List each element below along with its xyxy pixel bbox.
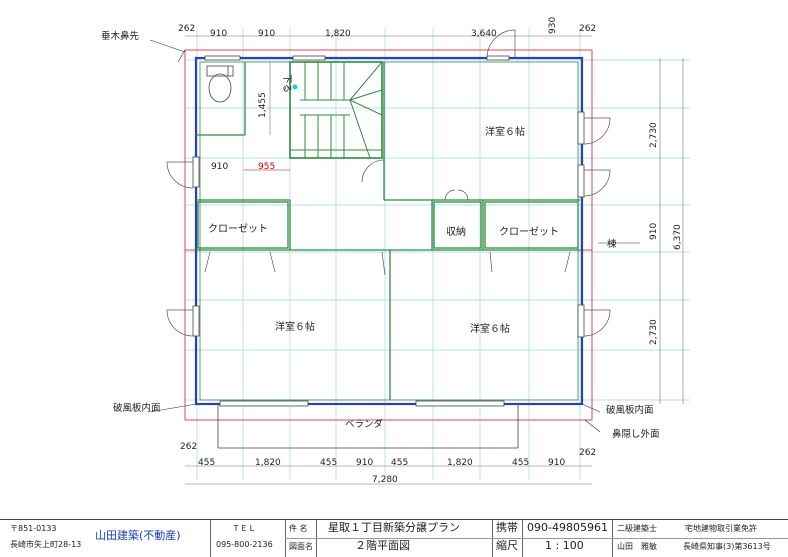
dim-bottom-455b: 455 — [320, 458, 337, 468]
label-mune: 棟 — [607, 238, 617, 250]
door-swings — [166, 29, 611, 337]
room-closet-left: クローゼット — [208, 223, 268, 235]
windows — [192, 55, 585, 407]
company-name: 山田建築(不動産) — [95, 529, 181, 542]
roof-outline — [184, 49, 593, 421]
mobile-number: 090-49805961 — [527, 521, 608, 534]
dim-top-3640: 3,640 — [471, 29, 497, 39]
dim-bottom-455c: 455 — [391, 458, 408, 468]
interior-walls — [196, 62, 580, 400]
dim-910-interior: 910 — [211, 162, 228, 172]
dim-top-910a: 910 — [210, 29, 227, 39]
dim-bottom-1820b: 1,820 — [447, 458, 473, 468]
room-shuno: 収納 — [446, 225, 466, 238]
project-label: 件 名 — [289, 524, 308, 533]
dim-top-910b: 910 — [258, 29, 275, 39]
dim-1455: 1,455 — [258, 92, 268, 118]
license2-label: 宅地建物取引業免許 — [685, 524, 757, 533]
license1-name: 山田 雅敏 — [617, 542, 657, 551]
dim-right-2730a: 2,730 — [649, 122, 659, 148]
stairs — [289, 61, 383, 159]
label-hafu-left: 破風板内面 — [113, 402, 161, 414]
label-hafu-right: 破風板内面 — [606, 404, 654, 416]
mobile-label: 携帯 — [496, 521, 518, 534]
room-closet-right: クローゼット — [499, 226, 559, 238]
stairs-marker — [292, 84, 298, 90]
dim-bottom-7280: 7,280 — [372, 475, 398, 485]
drawing-label: 図面名 — [289, 542, 313, 551]
dim-bottom-455a: 455 — [198, 458, 215, 468]
label-stairs-down: 下る — [281, 74, 292, 93]
label-taruki: 垂木鼻先 — [101, 30, 140, 42]
veranda — [217, 404, 519, 449]
dim-top-930: 930 — [548, 17, 558, 34]
dim-bottom-455d: 455 — [512, 458, 529, 468]
room-yoshitsu-bottom-left: 洋室６帖 — [275, 320, 315, 333]
dim-top-262a: 262 — [178, 24, 195, 34]
room-yoshitsu-top-right: 洋室６帖 — [485, 125, 525, 138]
project-name: 星取１丁目新築分譲プラン — [328, 521, 460, 534]
room-yoshitsu-bottom-right: 洋室６帖 — [470, 322, 510, 335]
dimension-lines — [185, 35, 684, 485]
dim-top-1820: 1,820 — [325, 29, 351, 39]
dim-bottom-262c: 262 — [180, 442, 197, 452]
dim-bottom-910e: 910 — [356, 458, 373, 468]
label-hanakakushi: 鼻隠し外面 — [612, 428, 660, 440]
scale-label: 縮尺 — [496, 539, 518, 552]
dim-right-6370: 6,370 — [673, 224, 683, 250]
dim-bottom-1820a: 1,820 — [255, 458, 281, 468]
dim-top-262b: 262 — [579, 24, 596, 34]
dim-right-2730b: 2,730 — [649, 319, 659, 345]
tel-number: 095-800-2136 — [216, 540, 273, 549]
drawing-name: ２階平面図 — [355, 539, 410, 552]
license2-value: 長崎県知事(3)第3613号 — [683, 542, 771, 551]
scale-value: 1 : 100 — [545, 539, 584, 552]
leader-lines — [149, 39, 640, 433]
title-block: 〒851-0133 長崎市矢上町28-13 山田建築(不動産) ＴＥＬ 095-… — [0, 519, 788, 557]
postal-code: 〒851-0133 — [10, 524, 57, 533]
dim-bottom-262d: 262 — [579, 448, 596, 458]
dim-right-910: 910 — [649, 223, 659, 240]
label-veranda: ベランダ — [345, 418, 384, 430]
outer-wall — [194, 56, 584, 406]
toilet — [206, 65, 234, 103]
dim-bottom-910f: 910 — [548, 458, 565, 468]
company-address: 長崎市矢上町28-13 — [10, 540, 82, 549]
floor-plan: 洋室６帖 洋室６帖 洋室６帖 クローゼット クローゼット 収納 垂木鼻先 破風板… — [101, 17, 690, 485]
dim-955: 955 — [258, 162, 275, 172]
license1-label: 二級建築士 — [617, 524, 657, 533]
tel-label: ＴＥＬ — [232, 524, 256, 533]
